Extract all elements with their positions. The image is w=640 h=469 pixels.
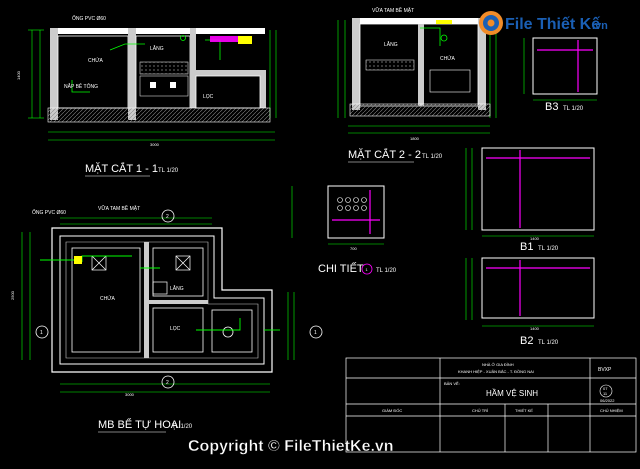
tb-chairman: CHỦ TRÌ [472, 408, 488, 413]
plan-dim-width: 3000 [125, 392, 135, 397]
axis-marker-2-bottom: 2 [166, 380, 169, 386]
plan-septic-tank: 1 1 2 2 CHỨA LỌC LẮNG ỐNG PVC Ø60 VỮA TA… [10, 205, 323, 433]
slab-b3: B3 TL 1/20 [523, 37, 598, 113]
detail-cover: 700 CHI TIẾT 1 TL 1/20 [291, 185, 397, 275]
brand-logo: File Thiết Kế .vn [479, 11, 608, 35]
section-1-1: ỐNG PVC Ø60 CHỨA LẮNG LỌC NẮP BÊ TÔNG 14… [16, 15, 277, 177]
section-2-2-scale: TL 1/20 [422, 154, 443, 160]
dim-width-1-1: 3000 [150, 142, 160, 147]
tb-sheet-code: BVXP [598, 367, 612, 373]
tb-director: GIÁM ĐỐC [382, 408, 402, 413]
tb-sheet-no: 07 [603, 386, 608, 391]
section-1-1-scale: TL 1/20 [158, 168, 179, 174]
plan-label-lang: LẮNG [170, 284, 184, 292]
detail-number: 1 [366, 267, 369, 272]
detail-scale: TL 1/20 [376, 268, 397, 274]
label-nap-1-1: NẮP BÊ TÔNG [64, 82, 98, 90]
dim-height-1-1: 1400 [16, 70, 21, 80]
tb-date: 06/2022 [600, 398, 615, 403]
label-vua-2-2: VỮA TAM BỀ MẶT [372, 7, 414, 14]
section-1-1-title: MẶT CẮT 1 - 1 [85, 162, 158, 175]
dim-width-2-2: 1800 [410, 136, 420, 141]
slab-b3-title: B3 [545, 101, 558, 113]
pipe-label-1-1: ỐNG PVC Ø60 [72, 15, 106, 22]
axis-marker-1-right: 1 [314, 330, 317, 336]
axis-marker-1-left: 1 [40, 330, 43, 336]
slab-b2: 1400 B2 TL 1/20 [465, 257, 595, 347]
dim-b2: 1400 [530, 326, 540, 331]
slab-b3-scale: TL 1/20 [563, 106, 584, 112]
dim-b1: 1400 [530, 236, 540, 241]
plan-scale: TL 1/20 [172, 424, 193, 430]
plan-label-chua: CHỨA [100, 295, 115, 302]
tb-designer: THIẾT KẾ [515, 408, 533, 413]
slab-b1-title: B1 [520, 241, 533, 253]
tb-drawing-label: BẢN VẼ: [444, 381, 460, 386]
plan-label-vua: VỮA TAM BỀ MẶT [98, 205, 140, 212]
tb-sheet-total: 11 [603, 391, 608, 396]
tb-project: NHÀ Ở GIA ĐÌNH [482, 362, 514, 367]
tb-drafter: CHỦ NHIỆM [600, 408, 623, 413]
plan-label-pipe: ỐNG PVC Ø60 [32, 209, 66, 216]
copyright-watermark: Copyright © FileThietKe.vn [188, 438, 394, 455]
slab-b2-title: B2 [520, 335, 533, 347]
tb-drawing-name: HẦM VỆ SINH [486, 388, 538, 398]
dim-detail: 700 [350, 246, 357, 251]
axis-marker-2-top: 2 [166, 214, 169, 220]
tb-address: KHANH HIỆP - XUÂN BẮC - T. ĐỒNG NAI [458, 369, 534, 374]
slab-b1-scale: TL 1/20 [538, 246, 559, 252]
chamber-label-lang-1-1: LẮNG [150, 44, 164, 52]
detail-title: CHI TIẾT [318, 262, 364, 275]
slab-b1: 1400 B1 TL 1/20 [465, 147, 595, 253]
chamber-label-chua-1-1: CHỨA [88, 57, 103, 64]
chamber-label-lang-2-2: LẮNG [384, 40, 398, 48]
chamber-label-loc-1-1: LỌC [203, 94, 214, 100]
brand-suffix: .vn [592, 20, 608, 32]
plan-dim-height: 2500 [10, 290, 15, 300]
slab-b2-scale: TL 1/20 [538, 340, 559, 346]
section-2-2-title: MẶT CẮT 2 - 2 [348, 148, 421, 161]
section-2-2: LẮNG CHỨA VỮA TAM BỀ MẶT 1800 MẶT CẮT 2 … [337, 7, 497, 163]
brand-name: File Thiết Kế [505, 16, 600, 33]
plan-label-loc: LỌC [170, 326, 181, 332]
title-block [345, 357, 637, 453]
chamber-label-chua-2-2: CHỨA [440, 55, 455, 62]
plan-title: MB BỂ TỰ HOẠI [98, 418, 181, 431]
